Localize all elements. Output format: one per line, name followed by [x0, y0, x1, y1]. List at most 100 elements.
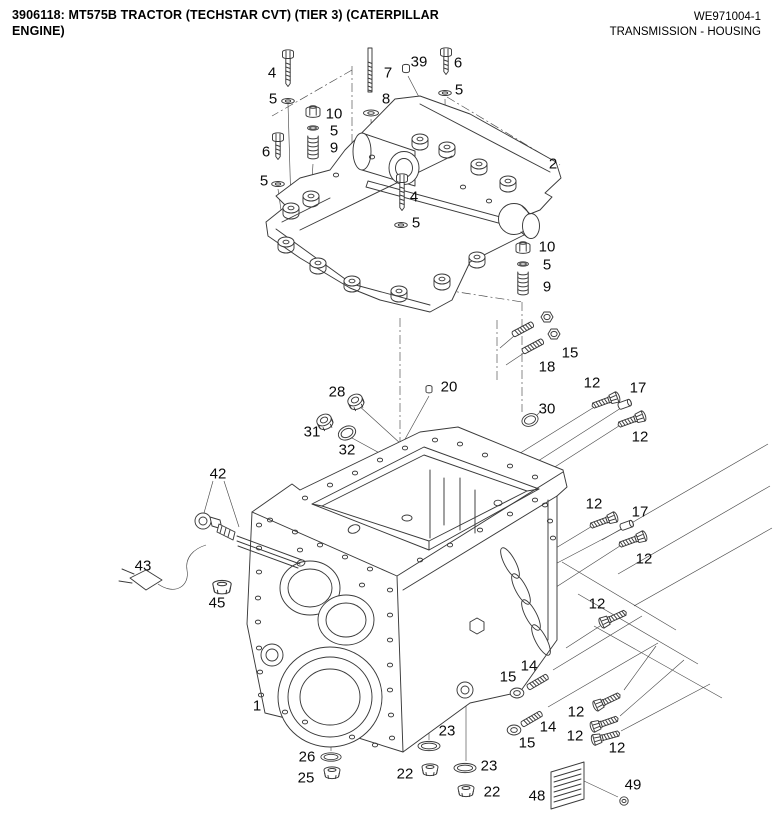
- callout-48: 48: [529, 788, 546, 805]
- callout-12: 12: [586, 496, 603, 513]
- stud-18: [510, 320, 535, 338]
- nut-10: [515, 241, 531, 254]
- washer-5: [271, 181, 285, 187]
- callout-23: 23: [481, 758, 498, 775]
- plug-45: [212, 579, 232, 595]
- callout-14: 14: [540, 719, 557, 736]
- callout-4: 4: [268, 65, 276, 82]
- callout-12: 12: [609, 740, 626, 757]
- washer-8: [363, 109, 379, 117]
- doc-code: WE971004-1: [693, 11, 761, 23]
- callout-45: 45: [209, 595, 226, 612]
- callout-4: 4: [410, 189, 418, 206]
- callout-23: 23: [439, 723, 456, 740]
- bolt-12: [589, 390, 622, 412]
- ring-23: [453, 762, 477, 774]
- callout-7: 7: [384, 65, 392, 82]
- doc-section: TRANSMISSION - HOUSING: [609, 25, 761, 38]
- plug-39: [402, 63, 410, 74]
- ring-26: [320, 752, 342, 762]
- callout-12: 12: [636, 551, 653, 568]
- ring-30: [519, 411, 541, 429]
- callout-8: 8: [382, 91, 390, 108]
- page-title: 3906118: MT575B TRACTOR (TECHSTAR CVT) (…: [12, 8, 439, 38]
- callout-5: 5: [455, 82, 463, 99]
- plug-22: [457, 784, 475, 798]
- callout-5: 5: [543, 257, 551, 274]
- dowel-17: [618, 519, 635, 532]
- callout-20: 20: [441, 379, 458, 396]
- plug-25: [323, 766, 341, 780]
- callout-12: 12: [632, 429, 649, 446]
- rivet-49: [619, 796, 629, 806]
- callout-18: 18: [539, 359, 556, 376]
- bolt-6-left: [272, 132, 284, 160]
- callout-12: 12: [584, 375, 601, 392]
- spring-9: [517, 271, 529, 296]
- hardware: [118, 47, 649, 810]
- bolt-12: [588, 712, 621, 734]
- plug-22: [421, 763, 439, 777]
- bolt-12: [615, 409, 648, 431]
- doc-reference: WE971004-1 TRANSMISSION - HOUSING: [610, 10, 761, 40]
- washer-5: [394, 222, 408, 228]
- stud-7: [367, 47, 373, 93]
- ring-23: [417, 740, 441, 752]
- callout-12: 12: [589, 596, 606, 613]
- callout-9: 9: [330, 140, 338, 157]
- callout-31: 31: [304, 424, 321, 441]
- washer-5: [438, 90, 452, 96]
- callout-26: 26: [299, 749, 316, 766]
- callout-32: 32: [339, 442, 356, 459]
- oring-5: [307, 125, 319, 131]
- bolt-12: [591, 689, 623, 713]
- stud-18: [520, 337, 545, 355]
- nut-15: [547, 328, 561, 340]
- callout-22: 22: [397, 766, 414, 783]
- bolt-12: [616, 529, 649, 551]
- callout-5: 5: [260, 173, 268, 190]
- oring-5: [517, 261, 529, 267]
- callout-15: 15: [500, 669, 517, 686]
- washer-15: [509, 687, 525, 699]
- callout-17: 17: [630, 380, 647, 397]
- callout-5: 5: [269, 91, 277, 108]
- washer-5: [281, 98, 295, 104]
- heater-element-42: [194, 512, 236, 541]
- nut-15: [540, 311, 554, 323]
- washer-15: [506, 724, 522, 736]
- callout-5: 5: [412, 215, 420, 232]
- serial-plate-48: [550, 761, 585, 810]
- callout-6: 6: [262, 144, 270, 161]
- callout-43: 43: [135, 558, 152, 575]
- callout-15: 15: [562, 345, 579, 362]
- callout-2: 2: [549, 156, 557, 173]
- callout-17: 17: [632, 504, 649, 521]
- callout-39: 39: [411, 54, 428, 71]
- callout-10: 10: [539, 239, 556, 256]
- callout-25: 25: [298, 770, 315, 787]
- callout-9: 9: [543, 279, 551, 296]
- callout-10: 10: [326, 106, 343, 123]
- callout-14: 14: [521, 658, 538, 675]
- callout-22: 22: [484, 784, 501, 801]
- nut-10: [305, 105, 321, 118]
- callout-28: 28: [329, 384, 346, 401]
- power-plug-43: [118, 544, 207, 591]
- bolt-4-left: [282, 49, 294, 87]
- callout-5: 5: [330, 123, 338, 140]
- callout-15: 15: [519, 735, 536, 752]
- callout-6: 6: [454, 55, 462, 72]
- housing-body: [236, 426, 568, 753]
- callout-1: 1: [253, 698, 261, 715]
- callout-42: 42: [210, 466, 227, 483]
- bolt-12: [587, 510, 620, 532]
- callout-12: 12: [568, 704, 585, 721]
- screw-20: [425, 385, 433, 394]
- spring-9: [307, 135, 319, 160]
- ring-32: [335, 422, 359, 444]
- callout-30: 30: [539, 401, 556, 418]
